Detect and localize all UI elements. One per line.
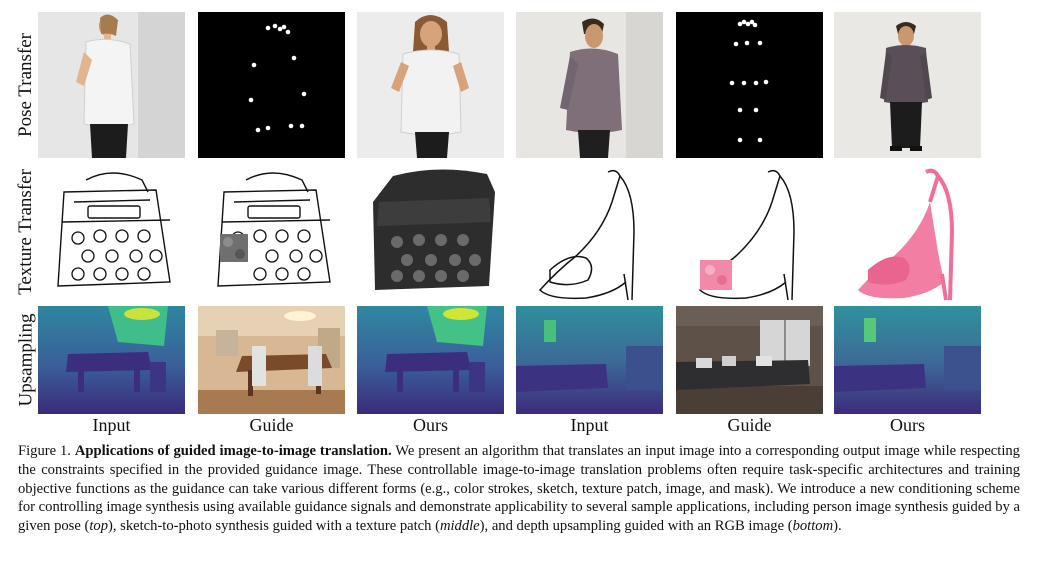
upsample-ours-depth (357, 306, 504, 414)
pose-guide-keypoints (198, 12, 345, 158)
caption-emph-top: top (89, 518, 108, 535)
pose-ours-output (357, 12, 504, 158)
texture-guide-sketch-with-patch (198, 162, 345, 302)
texture-guide-shoe-patch (676, 162, 823, 302)
pose-ours-output-2 (834, 12, 981, 158)
figure-caption: Figure 1. Applications of guided image-t… (18, 442, 1020, 536)
caption-text-3: ), and depth upsampling guided with an R… (479, 518, 793, 535)
column-label-ours-2: Ours (890, 415, 925, 435)
upsample-guide-rgb-dining (198, 306, 345, 414)
caption-emph-middle: middle (439, 518, 480, 535)
column-label-guide-2: Guide (727, 415, 772, 435)
figure-title: Applications of guided image-to-image tr… (74, 443, 392, 459)
texture-input-shoe-sketch (516, 162, 663, 302)
upsample-ours-depth-2 (834, 306, 981, 414)
caption-text-2: ), sketch-to-photo synthesis guided with… (108, 518, 440, 535)
column-label-guide: Guide (249, 415, 294, 435)
texture-ours-shoe (834, 162, 981, 302)
column-label-input: Input (92, 415, 131, 435)
upsample-input-depth-2 (516, 306, 663, 414)
caption-text-1: We present an algorithm that translates … (18, 443, 1020, 535)
texture-ours-bag (357, 162, 504, 302)
pose-guide-keypoints-2 (676, 12, 823, 158)
figure-number: Figure 1. (18, 443, 71, 459)
column-label-input-2: Input (570, 415, 609, 435)
upsample-guide-rgb-living (676, 306, 823, 414)
pose-input-photo (38, 12, 185, 158)
pose-input-photo-2 (516, 12, 663, 158)
texture-input-sketch (38, 162, 185, 302)
column-label-ours: Ours (413, 415, 448, 435)
caption-text-4: ). (833, 518, 842, 535)
caption-emph-bottom: bottom (792, 518, 834, 535)
upsample-input-depth (38, 306, 185, 414)
